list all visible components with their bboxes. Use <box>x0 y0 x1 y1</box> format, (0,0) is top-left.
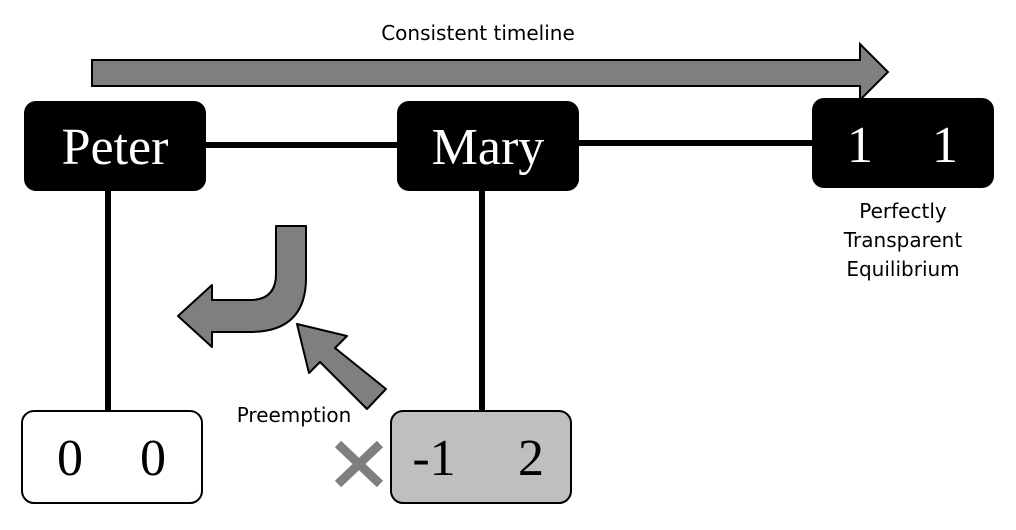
mary-label: Mary <box>432 119 545 176</box>
timeline-arrow-icon <box>91 41 890 103</box>
preemption-label: Preemption <box>237 403 352 427</box>
transparent-payoff-left: 1 <box>847 117 873 174</box>
mary-exit-outcome-node: -1 2 <box>390 410 572 504</box>
up-left-arrow-icon <box>296 323 387 410</box>
peter-node: Peter <box>24 101 206 191</box>
peter-exit-outcome-node: 0 0 <box>21 410 203 504</box>
equilibrium-label-line2: Transparent <box>843 228 963 252</box>
equilibrium-label-line1: Perfectly <box>859 199 947 223</box>
timeline-label: Consistent timeline <box>381 21 575 45</box>
equilibrium-label-line3: Equilibrium <box>846 257 959 281</box>
transparent-payoff-right: 1 <box>932 117 958 174</box>
peter-label: Peter <box>62 119 169 176</box>
mary-exit-payoff-right: 2 <box>518 430 544 487</box>
mary-exit-payoff-left: -1 <box>412 430 455 487</box>
bent-left-arrow-icon <box>177 225 307 348</box>
mary-node: Mary <box>397 101 579 191</box>
peter-exit-payoff-left: 0 <box>57 430 83 487</box>
peter-exit-payoff-right: 0 <box>140 430 166 487</box>
x-mark-icon <box>334 440 384 488</box>
transparent-outcome-node: 1 1 <box>812 98 994 188</box>
